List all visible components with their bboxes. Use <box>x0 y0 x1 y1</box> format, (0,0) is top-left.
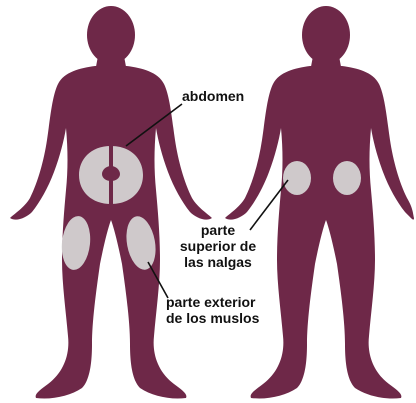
thighs-label: parte exterior de los muslos <box>166 294 259 326</box>
back-right-buttock-area <box>333 161 361 195</box>
thighs-label-line2: de los muslos <box>166 310 259 326</box>
buttocks-label-line3: las nalgas <box>178 254 258 270</box>
back-left-buttock-area <box>283 161 311 195</box>
abdomen-label: abdomen <box>182 88 244 104</box>
buttocks-label-line2: superior de <box>178 238 258 254</box>
abdomen-divider <box>109 146 113 204</box>
buttocks-label-line1: parte <box>178 222 258 238</box>
front-head <box>87 6 135 64</box>
thighs-label-line1: parte exterior <box>166 294 259 310</box>
back-head <box>302 6 350 64</box>
back-figure <box>225 6 414 399</box>
buttocks-label: parte superior de las nalgas <box>178 222 258 270</box>
